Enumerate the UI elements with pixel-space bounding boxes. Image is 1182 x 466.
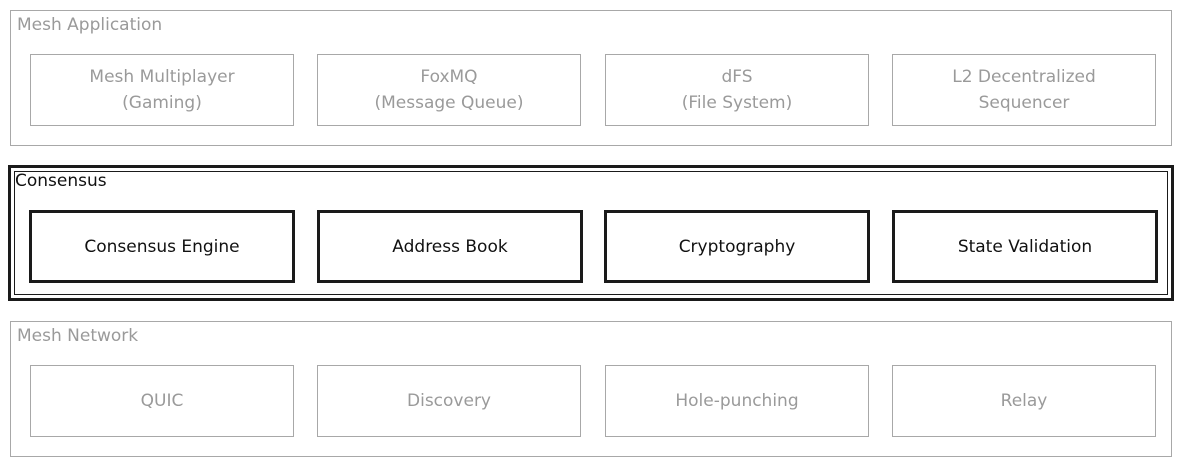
module-cryptography: Cryptography <box>604 210 870 283</box>
module-mesh-multiplayer: Mesh Multiplayer (Gaming) <box>30 54 294 126</box>
layer-title: Mesh Application <box>17 15 163 35</box>
module-hole-punching: Hole-punching <box>605 365 869 437</box>
module-relay: Relay <box>892 365 1156 437</box>
module-dfs: dFS (File System) <box>605 54 869 126</box>
mesh-application-layer: Mesh Application Mesh Multiplayer (Gamin… <box>10 10 1172 146</box>
module-label: Mesh Multiplayer (Gaming) <box>89 67 235 113</box>
layer-title: Mesh Network <box>17 326 139 346</box>
module-state-validation: State Validation <box>892 210 1158 283</box>
module-address-book: Address Book <box>317 210 583 283</box>
module-quic: QUIC <box>30 365 294 437</box>
consensus-layer: Consensus Consensus Engine Address Book … <box>8 165 1174 301</box>
module-label: L2 Decentralized Sequencer <box>952 67 1096 113</box>
module-consensus-engine: Consensus Engine <box>29 210 295 283</box>
module-label: Discovery <box>407 391 491 411</box>
module-foxmq: FoxMQ (Message Queue) <box>317 54 581 126</box>
module-label: QUIC <box>140 391 184 411</box>
layer-title: Consensus <box>15 171 107 191</box>
module-label: FoxMQ (Message Queue) <box>374 67 524 113</box>
module-label: Hole-punching <box>675 391 799 411</box>
module-label: Address Book <box>392 236 508 257</box>
module-label: dFS (File System) <box>681 67 793 113</box>
module-l2-sequencer: L2 Decentralized Sequencer <box>892 54 1156 126</box>
module-label: Cryptography <box>678 236 796 257</box>
module-discovery: Discovery <box>317 365 581 437</box>
module-label: State Validation <box>957 236 1093 257</box>
module-label: Consensus Engine <box>84 236 240 257</box>
mesh-network-layer: Mesh Network QUIC Discovery Hole-punchin… <box>10 321 1172 457</box>
module-label: Relay <box>1000 391 1048 411</box>
